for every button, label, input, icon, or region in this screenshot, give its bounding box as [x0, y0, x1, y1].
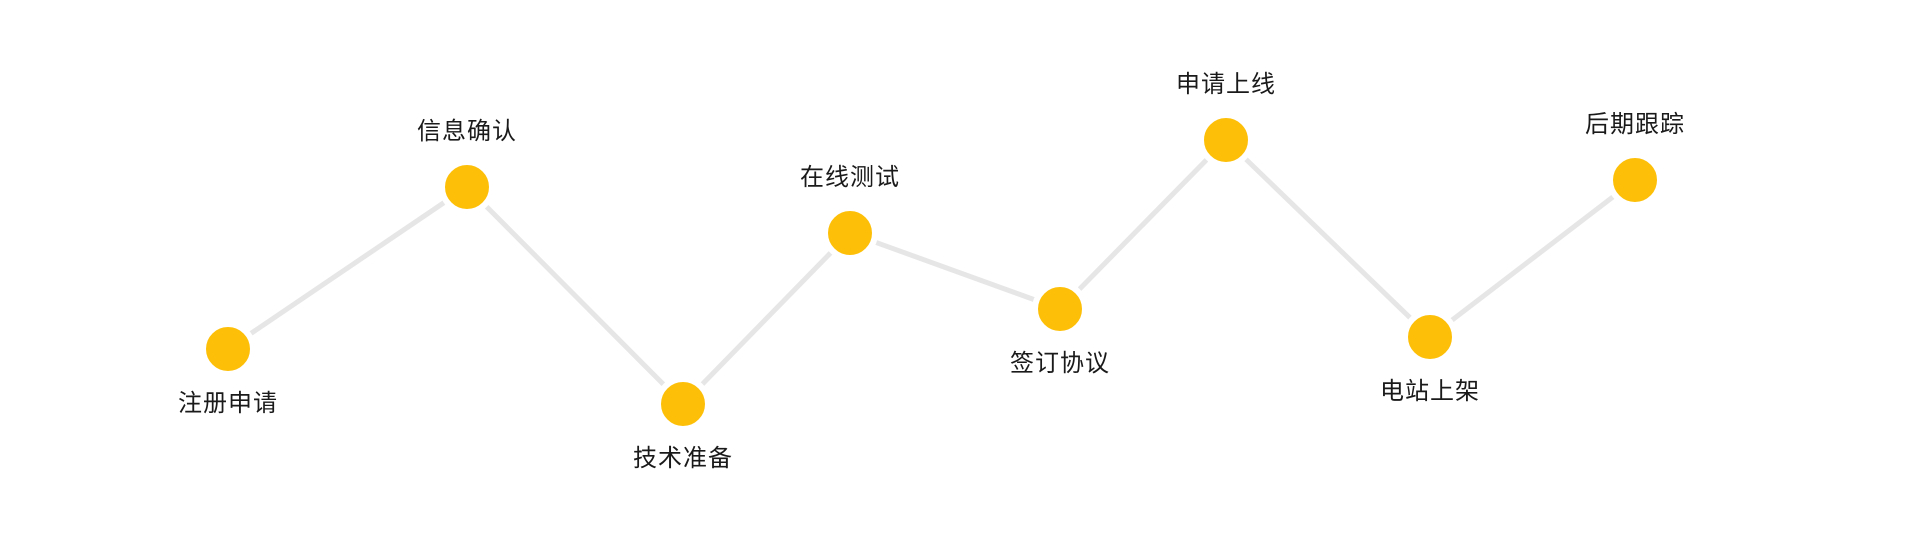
step-node-3: [655, 376, 711, 432]
step-node-6: [1198, 112, 1254, 168]
step-node-5: [1032, 281, 1088, 337]
connector-line-2-3: [464, 184, 686, 407]
step-node-1: [200, 321, 256, 377]
step-label-6: 申请上线: [1176, 70, 1276, 98]
step-label-5: 签订协议: [1010, 349, 1110, 377]
step-label-3: 技术准备: [633, 444, 733, 472]
connector-line-1-2: [225, 184, 470, 352]
connector-line-3-4: [680, 230, 853, 407]
step-nodes: [200, 112, 1663, 432]
step-label-7: 电站上架: [1380, 377, 1480, 405]
connector-line-5-6: [1057, 137, 1229, 312]
connector-lines: [225, 137, 1638, 407]
step-node-8: [1607, 152, 1663, 208]
step-node-4: [822, 205, 878, 261]
step-node-2: [439, 159, 495, 215]
step-label-1: 注册申请: [178, 389, 278, 417]
step-label-4: 在线测试: [800, 163, 900, 191]
connector-line-4-5: [847, 230, 1063, 312]
connector-line-6-7: [1223, 137, 1433, 340]
step-label-2: 信息确认: [417, 117, 517, 145]
step-label-8: 后期跟踪: [1585, 110, 1685, 138]
connector-line-7-8: [1427, 177, 1638, 340]
step-node-7: [1402, 309, 1458, 365]
